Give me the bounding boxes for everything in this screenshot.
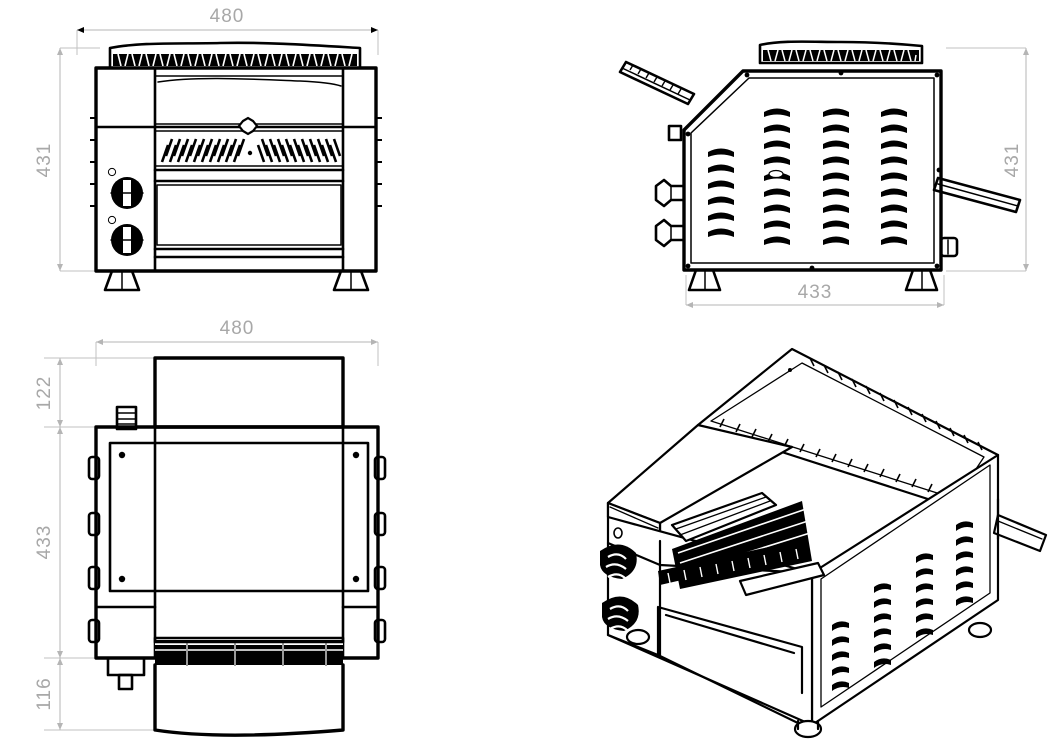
top-outlet-depth-label: 116	[34, 677, 55, 710]
outlet-chute	[153, 663, 345, 737]
side-height-label: 431	[1002, 143, 1023, 178]
support-leg-right	[332, 269, 370, 292]
control-knob-upper[interactable]	[110, 177, 144, 209]
cable-gland	[115, 405, 138, 431]
heating-element	[658, 539, 826, 597]
front-width-dimension: 480	[76, 6, 379, 55]
support-leg-left	[687, 268, 722, 292]
side-depth-label: 433	[798, 282, 833, 303]
louver-vent-column-3	[823, 108, 849, 245]
panel-screw-tl	[118, 451, 126, 459]
panel-screw-tr	[352, 451, 360, 459]
panel-screw-bl	[118, 575, 126, 583]
top-outlet-depth-dimension: 116	[34, 658, 160, 731]
support-leg	[625, 621, 993, 739]
crumb-tray-top	[108, 41, 362, 70]
top-body-depth-label: 433	[34, 525, 55, 560]
top-inlet-depth-label: 122	[34, 376, 55, 411]
support-leg-right	[904, 268, 939, 292]
inlet-chute	[618, 60, 696, 106]
indicator-light-lower	[107, 215, 117, 225]
top-inlet-depth-dimension: 122	[34, 357, 160, 428]
top-width-label: 480	[220, 318, 255, 339]
knob-shaft-lower[interactable]	[654, 218, 686, 248]
mounting-bracket	[667, 124, 683, 142]
heating-element-grille	[154, 130, 344, 167]
control-knob-lower[interactable]	[110, 224, 144, 256]
top-width-dimension: 480	[95, 318, 379, 366]
front-height-dimension: 431	[34, 47, 100, 272]
side-edge-serrations	[90, 117, 382, 207]
louver-vent-column-2	[764, 108, 790, 245]
front-width-label: 480	[210, 6, 245, 27]
control-knob-upper[interactable]	[600, 544, 637, 580]
lower-shelf	[606, 605, 804, 727]
indicator-light	[613, 527, 623, 539]
side-depth-dimension: 433	[685, 275, 945, 308]
top-cabinet-body	[94, 425, 380, 660]
front-cabinet-body	[94, 66, 378, 273]
drain-connector	[106, 656, 146, 691]
side-height-dimension: 431	[946, 47, 1029, 272]
front-view: 480 431	[34, 6, 382, 292]
crumb-tray-top	[758, 40, 924, 65]
conveyor-slot	[153, 168, 345, 259]
side-cabinet-body	[682, 69, 943, 272]
side-mounting-lugs-left	[87, 455, 101, 644]
outlet-chute	[932, 176, 1022, 214]
conveyor-grate	[153, 636, 345, 666]
top-view: 480 122 433 116	[34, 318, 387, 737]
louver-vent-column-1	[708, 148, 734, 237]
top-body-depth-dimension: 433	[34, 427, 100, 659]
louver-vent-column-4	[881, 108, 907, 245]
side-view: 431 433	[618, 40, 1029, 308]
control-knob-lower[interactable]	[602, 596, 639, 632]
inlet-chute	[153, 356, 345, 429]
outlet-chute	[992, 497, 1048, 553]
front-height-label: 431	[34, 143, 55, 178]
isometric-view	[600, 347, 1048, 739]
support-leg-left	[103, 269, 141, 292]
top-panel	[108, 441, 370, 593]
indicator-light-upper	[107, 167, 117, 177]
panel-screw-br	[352, 575, 360, 583]
center-rosette-icon	[237, 116, 259, 136]
side-mounting-lugs-right	[373, 455, 387, 644]
cable-connector	[939, 236, 959, 258]
louver-vent-panel	[810, 453, 1000, 727]
knob-shaft-upper[interactable]	[654, 178, 686, 208]
